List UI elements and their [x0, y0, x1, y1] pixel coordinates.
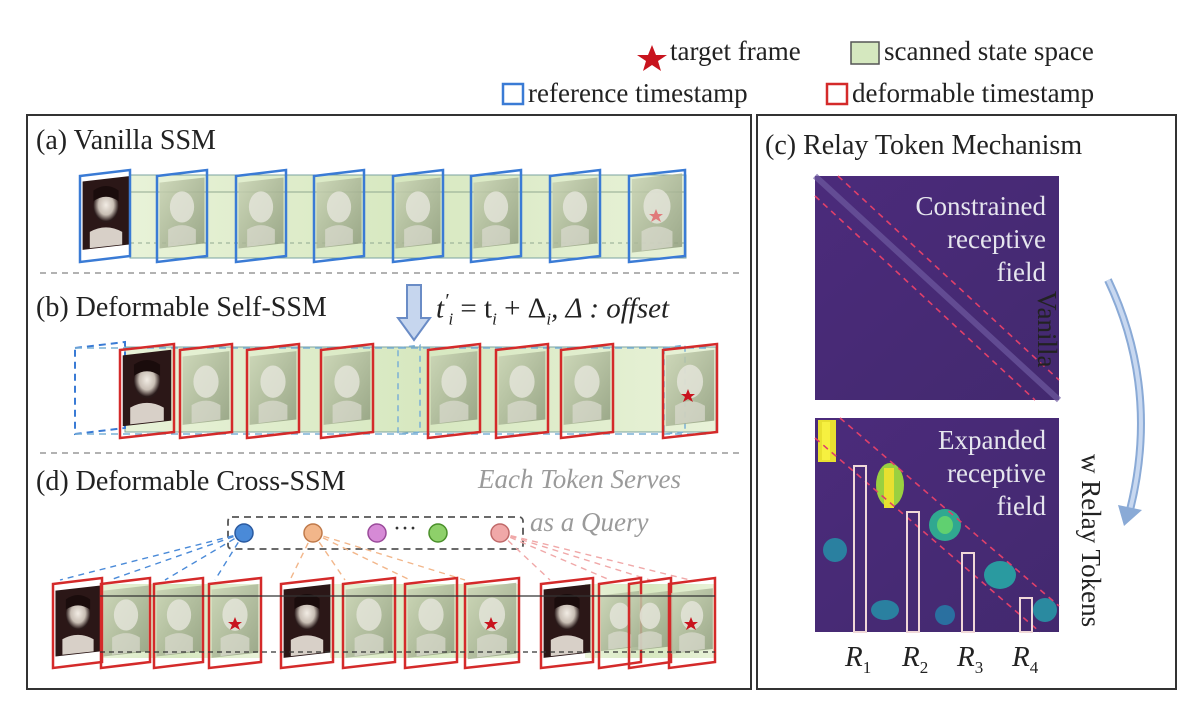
formula-t-prime: t — [436, 292, 445, 325]
constrained-line2: receptive — [947, 223, 1046, 254]
deformable-cross-ssm-sequence — [51, 576, 717, 670]
vanilla-attention-matrix — [812, 173, 1062, 403]
legend-icons — [501, 41, 880, 106]
deformable-swatch — [825, 82, 849, 106]
constrained-line1: Constrained — [915, 191, 1046, 221]
relay-token-label-4: R4 — [1012, 641, 1038, 678]
formula-plus-delta: + Δ — [504, 292, 547, 325]
legend-scanned-state-space: scanned state space — [884, 36, 1094, 66]
constrained-line3: field — [996, 256, 1046, 287]
legend-target-frame: target frame — [670, 36, 801, 66]
relay-token-letter-4: R — [1012, 641, 1030, 673]
relay-token-label-1: R1 — [845, 641, 871, 678]
query-note-line1: Each Token Serves — [478, 464, 681, 494]
relay-token-sub-1: 1 — [862, 657, 872, 677]
legend-deformable-timestamp: deformable timestamp — [852, 78, 1095, 108]
relay-token-letter-3: R — [957, 641, 975, 673]
panel-b-title: (b) Deformable Self-SSM — [36, 292, 327, 323]
transition-arrow — [1104, 278, 1145, 526]
formula-sub-2: i — [492, 309, 497, 329]
relay-token-letter-1: R — [845, 641, 863, 673]
deformable-self-ssm-sequence — [74, 340, 719, 440]
left-panel-border — [26, 114, 752, 690]
formula-offset-note: , Δ : offset — [551, 292, 670, 325]
expanded-line2: receptive — [947, 457, 1046, 488]
relay-token-bar-2 — [906, 511, 920, 633]
panel-d-title: (d) Deformable Cross-SSM — [36, 466, 346, 497]
panel-a-title: (a) Vanilla SSM — [36, 125, 216, 156]
relay-attention-matrix — [814, 417, 1060, 633]
star-icon — [637, 45, 667, 71]
offset-formula: t′i = ti + Δi, Δ : offset — [436, 290, 669, 329]
relay-token-label-3: R3 — [957, 641, 983, 678]
relay-token-sub-2: 2 — [919, 657, 929, 677]
relay-token-sub-3: 3 — [974, 657, 984, 677]
relay-token-bar-4 — [1019, 597, 1033, 633]
query-note-line2: as a Query — [530, 507, 649, 537]
formula-sub-3: i — [546, 309, 552, 329]
relay-token-letter-2: R — [902, 641, 920, 673]
relay-token-bar-3 — [961, 552, 975, 633]
vanilla-ssm-sequence — [78, 168, 687, 264]
constrained-field-label: Constrained receptive field — [850, 190, 1046, 289]
cross-connections — [59, 532, 691, 581]
formula-equals-t: = t — [460, 292, 493, 325]
legend-reference-timestamp: reference timestamp — [528, 78, 748, 108]
right-panel-border — [756, 114, 1177, 690]
expanded-line3: field — [996, 490, 1046, 521]
expanded-field-label: Expanded receptive field — [850, 424, 1046, 523]
offset-arrow — [396, 284, 432, 342]
token-ellipsis: ··· — [393, 516, 417, 542]
query-token-box — [227, 516, 524, 550]
query-token-green — [428, 523, 448, 543]
state-space-swatch — [850, 41, 880, 65]
formula-prime: ′ — [444, 290, 449, 312]
relay-token-label-2: R2 — [902, 641, 928, 678]
vanilla-side-label: Vanilla — [1032, 291, 1062, 368]
panel-c-title: (c) Relay Token Mechanism — [765, 130, 1083, 161]
query-token-purple — [367, 523, 387, 543]
reference-swatch — [501, 82, 525, 106]
formula-sub-1: i — [448, 309, 454, 329]
relay-side-label: w Relay Tokens — [1076, 454, 1106, 628]
relay-token-bar-1 — [853, 465, 867, 633]
relay-token-sub-4: 4 — [1029, 657, 1039, 677]
expanded-line1: Expanded — [938, 425, 1046, 455]
